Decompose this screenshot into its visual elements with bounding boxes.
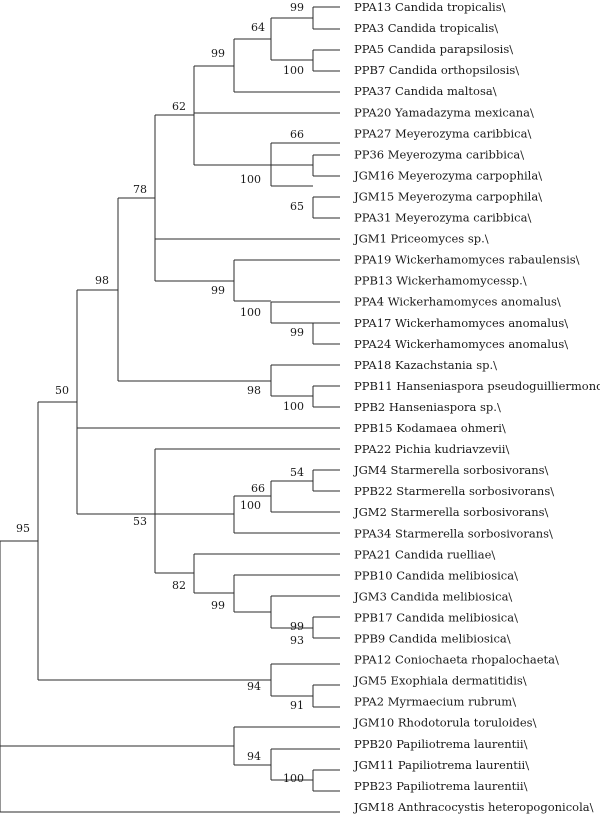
bootstrap-value: 66 [251, 482, 265, 495]
bootstrap-value: 99 [290, 1, 304, 14]
leaf-label: JGM15 Meyerozyma carpophila\ [353, 190, 542, 204]
bootstrap-value: 53 [133, 515, 147, 528]
leaf-label: JGM16 Meyerozyma carpophila\ [353, 168, 542, 182]
leaf-label: JGM2 Starmerella sorbosivorans\ [353, 505, 549, 519]
leaf-label: PPB13 Wickerhamomycessp.\ [354, 274, 527, 288]
bootstrap-value: 99 [290, 326, 304, 339]
leaf-label: PP36 Meyerozyma caribbica\ [354, 147, 524, 161]
bootstrap-value: 65 [290, 200, 304, 213]
bootstrap-value: 100 [283, 64, 304, 77]
bootstrap-value: 94 [247, 750, 261, 763]
leaf-label: PPB22 Starmerella sorbosivorans\ [354, 484, 554, 498]
leaf-label: PPB23 Papiliotrema laurentii\ [354, 779, 528, 793]
bootstrap-value: 99 [211, 47, 225, 60]
bootstrap-value: 50 [55, 384, 69, 397]
leaf-label: PPB7 Candida orthopsilosis\ [354, 63, 519, 77]
leaf-label: JGM11 Papiliotrema laurentii\ [353, 758, 529, 772]
leaf-label: PPA24 Wickerhamomyces anomalus\ [354, 337, 568, 351]
leaf-label: PPA22 Pichia kudriavzevii\ [354, 442, 509, 456]
bootstrap-value: 99 [290, 620, 304, 633]
leaf-label: PPA20 Yamadazyma mexicana\ [354, 105, 534, 119]
leaf-label: PPB11 Hanseniaspora pseudoguilliermondii… [354, 379, 600, 393]
bootstrap-value: 100 [240, 173, 261, 186]
bootstrap-value: 78 [133, 183, 147, 196]
leaf-label: PPB2 Hanseniaspora sp.\ [354, 400, 501, 414]
bootstrap-value: 54 [290, 466, 304, 479]
bootstrap-value: 100 [283, 772, 304, 785]
leaf-label: JGM5 Exophiala dermatitidis\ [353, 674, 527, 688]
bootstrap-value: 62 [172, 100, 186, 113]
leaf-label: JGM1 Priceomyces sp.\ [353, 232, 489, 246]
leaf-label: PPB17 Candida melibiosica\ [354, 611, 518, 625]
leaf-label: PPA12 Coniochaeta rhopalochaeta\ [354, 653, 559, 667]
bootstrap-value: 99 [211, 599, 225, 612]
bootstrap-value: 98 [95, 274, 109, 287]
leaf-labels: PPA13 Candida tropicalis\ PPA3 Candida tr… [353, 0, 600, 814]
leaf-label: JGM4 Starmerella sorbosivorans\ [353, 463, 549, 477]
leaf-label: JGM3 Candida melibiosica\ [353, 589, 512, 603]
bootstrap-value: 100 [240, 306, 261, 319]
leaf-label: PPA34 Starmerella sorbosivorans\ [354, 526, 553, 540]
leaf-label: PPA21 Candida ruelliae\ [354, 547, 495, 561]
leaf-label: PPA3 Candida tropicalis\ [354, 21, 498, 35]
leaf-label: PPA17 Wickerhamomyces anomalus\ [354, 316, 568, 330]
bootstrap-value: 100 [283, 400, 304, 413]
leaf-label: PPA4 Wickerhamomyces anomalus\ [354, 295, 561, 309]
leaf-label: PPB9 Candida melibiosica\ [354, 632, 511, 646]
tree-branches [0, 6, 340, 813]
leaf-label: PPA18 Kazachstania sp.\ [354, 358, 497, 372]
leaf-label: PPA19 Wickerhamomyces rabaulensis\ [354, 253, 580, 267]
leaf-label: PPA27 Meyerozyma caribbica\ [354, 126, 531, 140]
leaf-label: PPA13 Candida tropicalis\ [354, 0, 506, 14]
bootstrap-value: 91 [290, 699, 304, 712]
leaf-label: PPB15 Kodamaea ohmeri\ [354, 421, 506, 435]
leaf-label: JGM10 Rhodotorula toruloides\ [353, 716, 537, 730]
leaf-label: PPA2 Myrmaecium rubrum\ [354, 695, 516, 709]
leaf-label: PPA37 Candida maltosa\ [354, 84, 497, 98]
bootstrap-value: 99 [211, 284, 225, 297]
bootstrap-value: 94 [247, 680, 261, 693]
leaf-label: PPA5 Candida parapsilosis\ [354, 42, 513, 56]
bootstrap-value: 95 [16, 522, 30, 535]
leaf-label: PPB10 Candida melibiosica\ [354, 568, 518, 582]
bootstrap-value: 93 [290, 634, 304, 647]
bootstrap-support-labels: 99 64 99 100 62 66 100 65 78 99 100 99 98 98 100 50 54 66… [16, 1, 304, 785]
bootstrap-value: 64 [251, 21, 265, 34]
bootstrap-value: 98 [247, 384, 261, 397]
bootstrap-value: 100 [240, 499, 261, 512]
leaf-label: PPB20 Papiliotrema laurentii\ [354, 737, 528, 751]
bootstrap-value: 66 [290, 128, 304, 141]
leaf-label: JGM18 Anthracocystis heteropogonicola\ [353, 800, 594, 814]
leaf-label: PPA31 Meyerozyma caribbica\ [354, 211, 531, 225]
bootstrap-value: 82 [172, 579, 186, 592]
